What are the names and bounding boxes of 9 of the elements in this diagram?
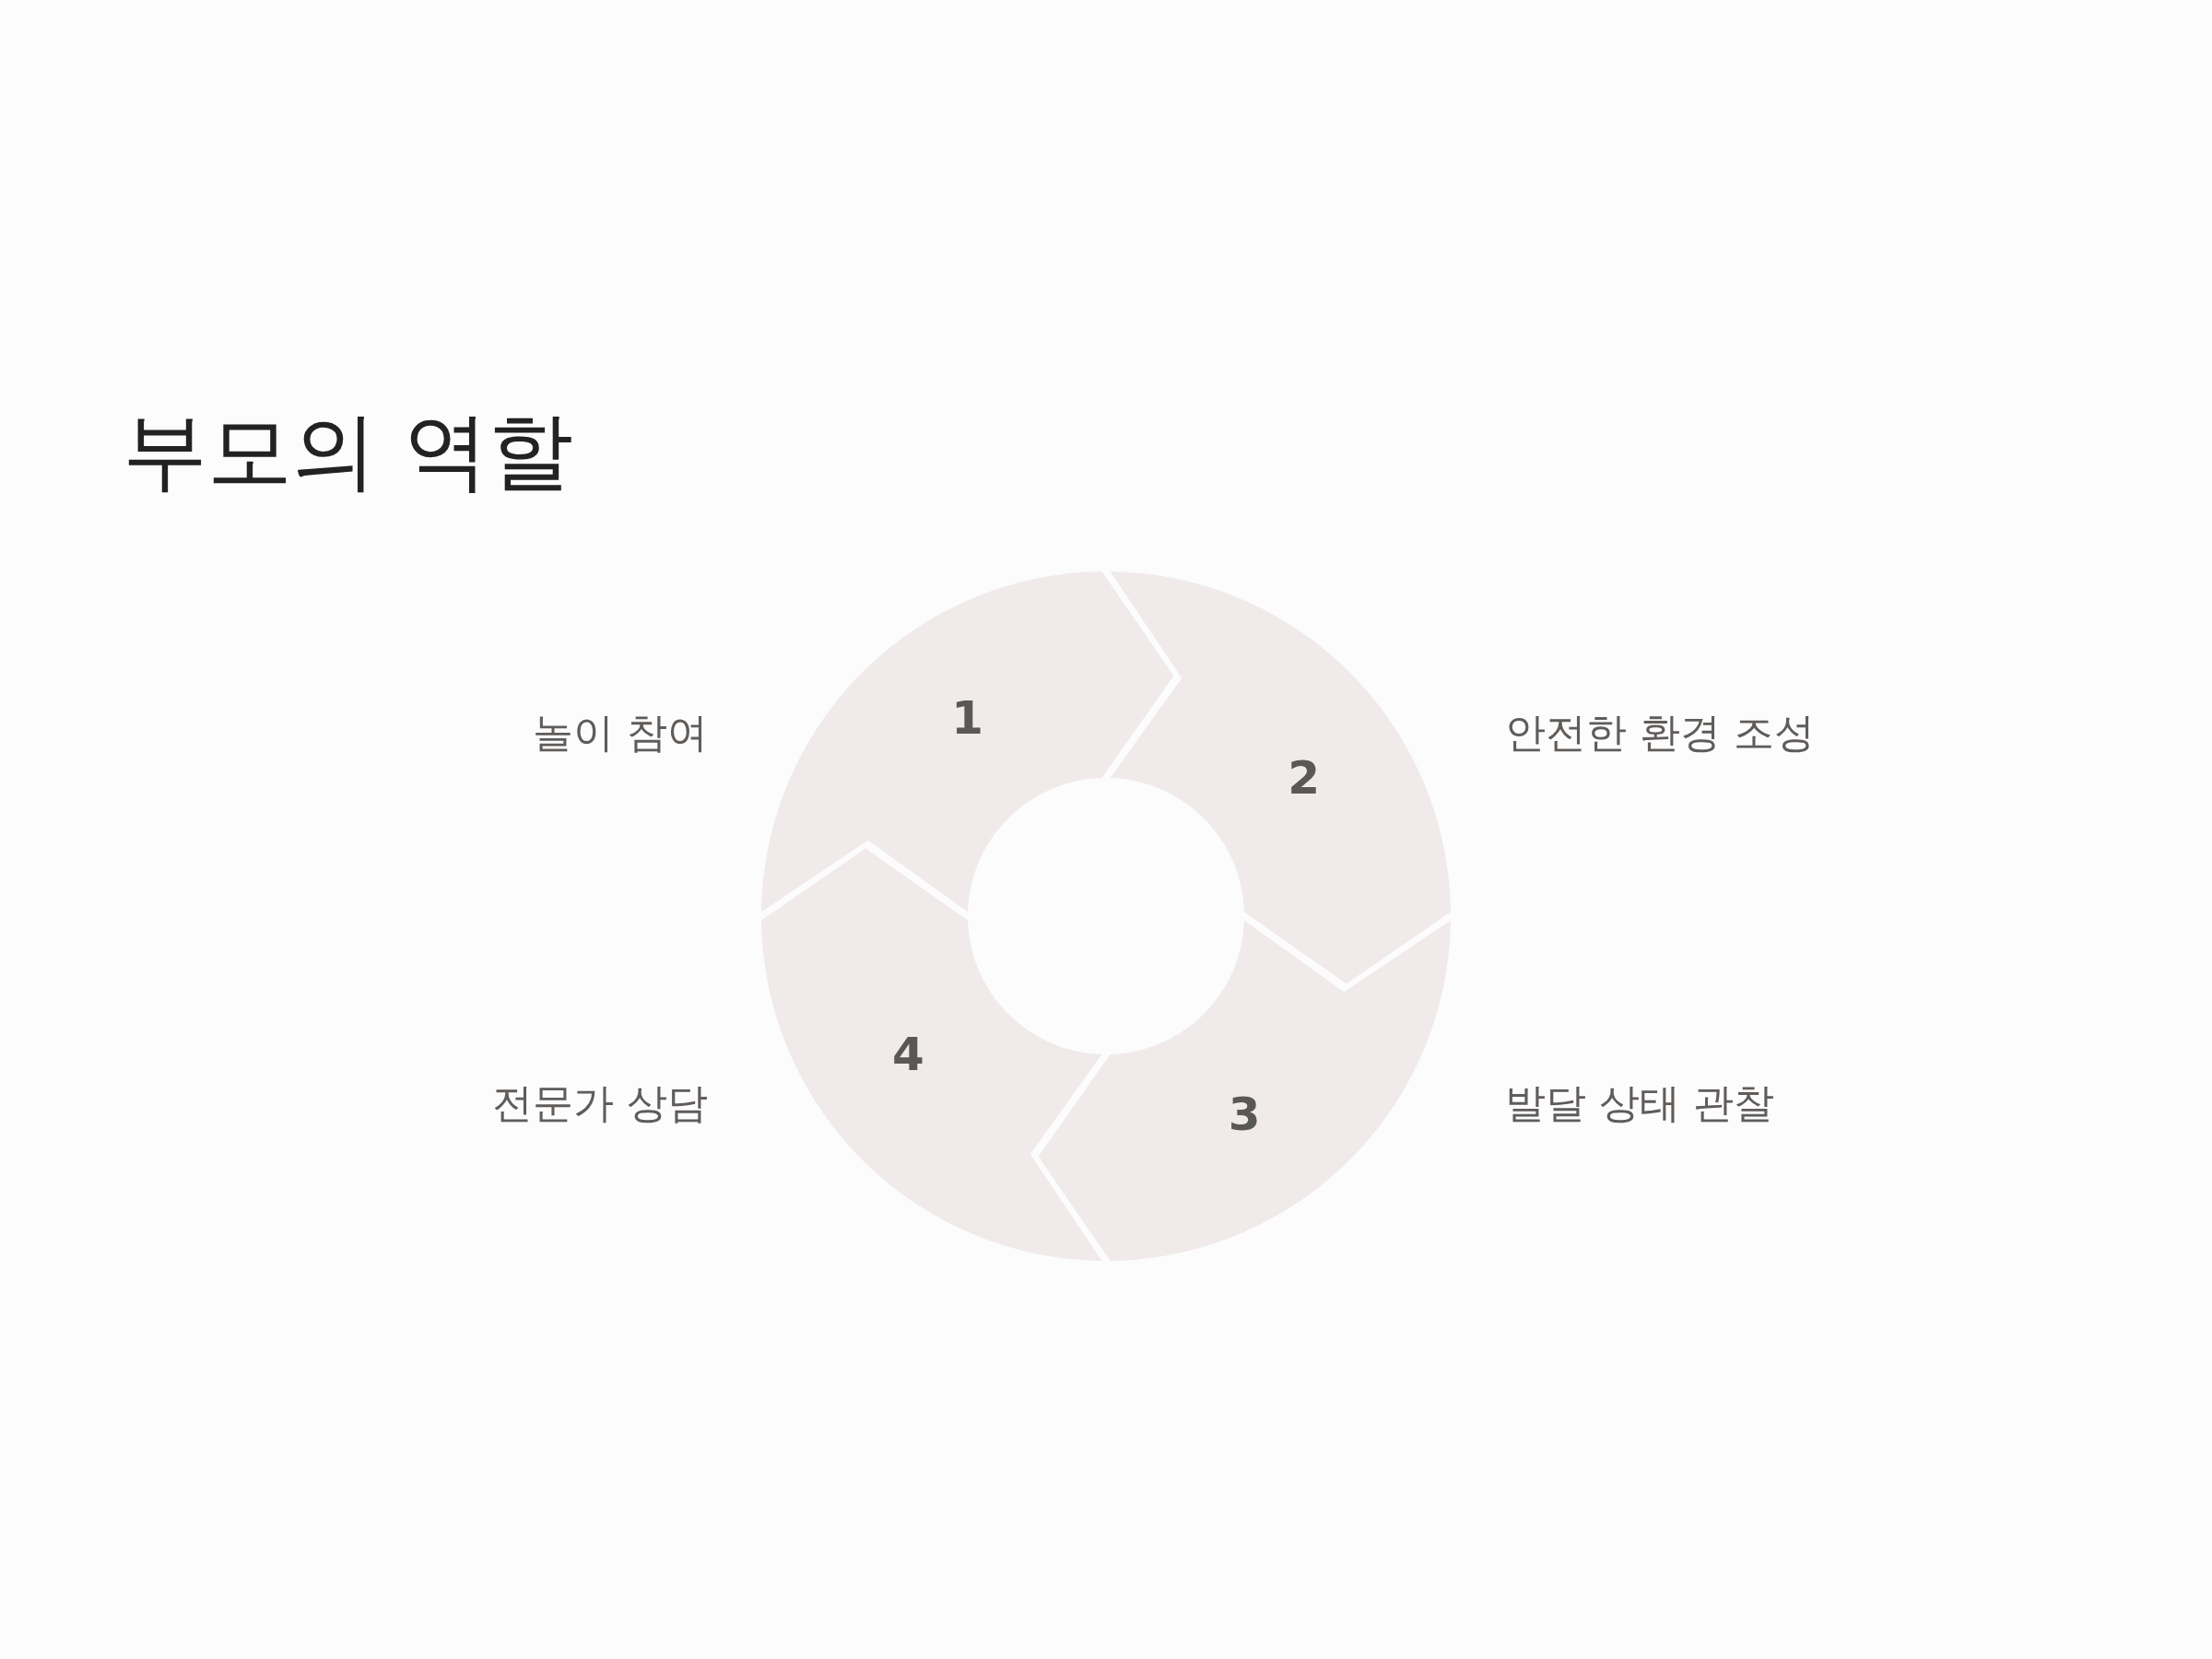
step-label: 안전한 환경 조성 <box>1505 712 1815 753</box>
step-number: 2 <box>1288 754 1320 801</box>
step-number: 4 <box>892 1031 924 1078</box>
step-label: 전문가 상담 <box>492 1083 708 1124</box>
step-label: 발달 상태 관찰 <box>1505 1083 1774 1124</box>
step-label: 놀이 참여 <box>533 712 708 753</box>
step-number: 1 <box>951 695 984 742</box>
step-number: 3 <box>1228 1090 1261 1137</box>
title: 부모의 역할 <box>123 409 574 494</box>
